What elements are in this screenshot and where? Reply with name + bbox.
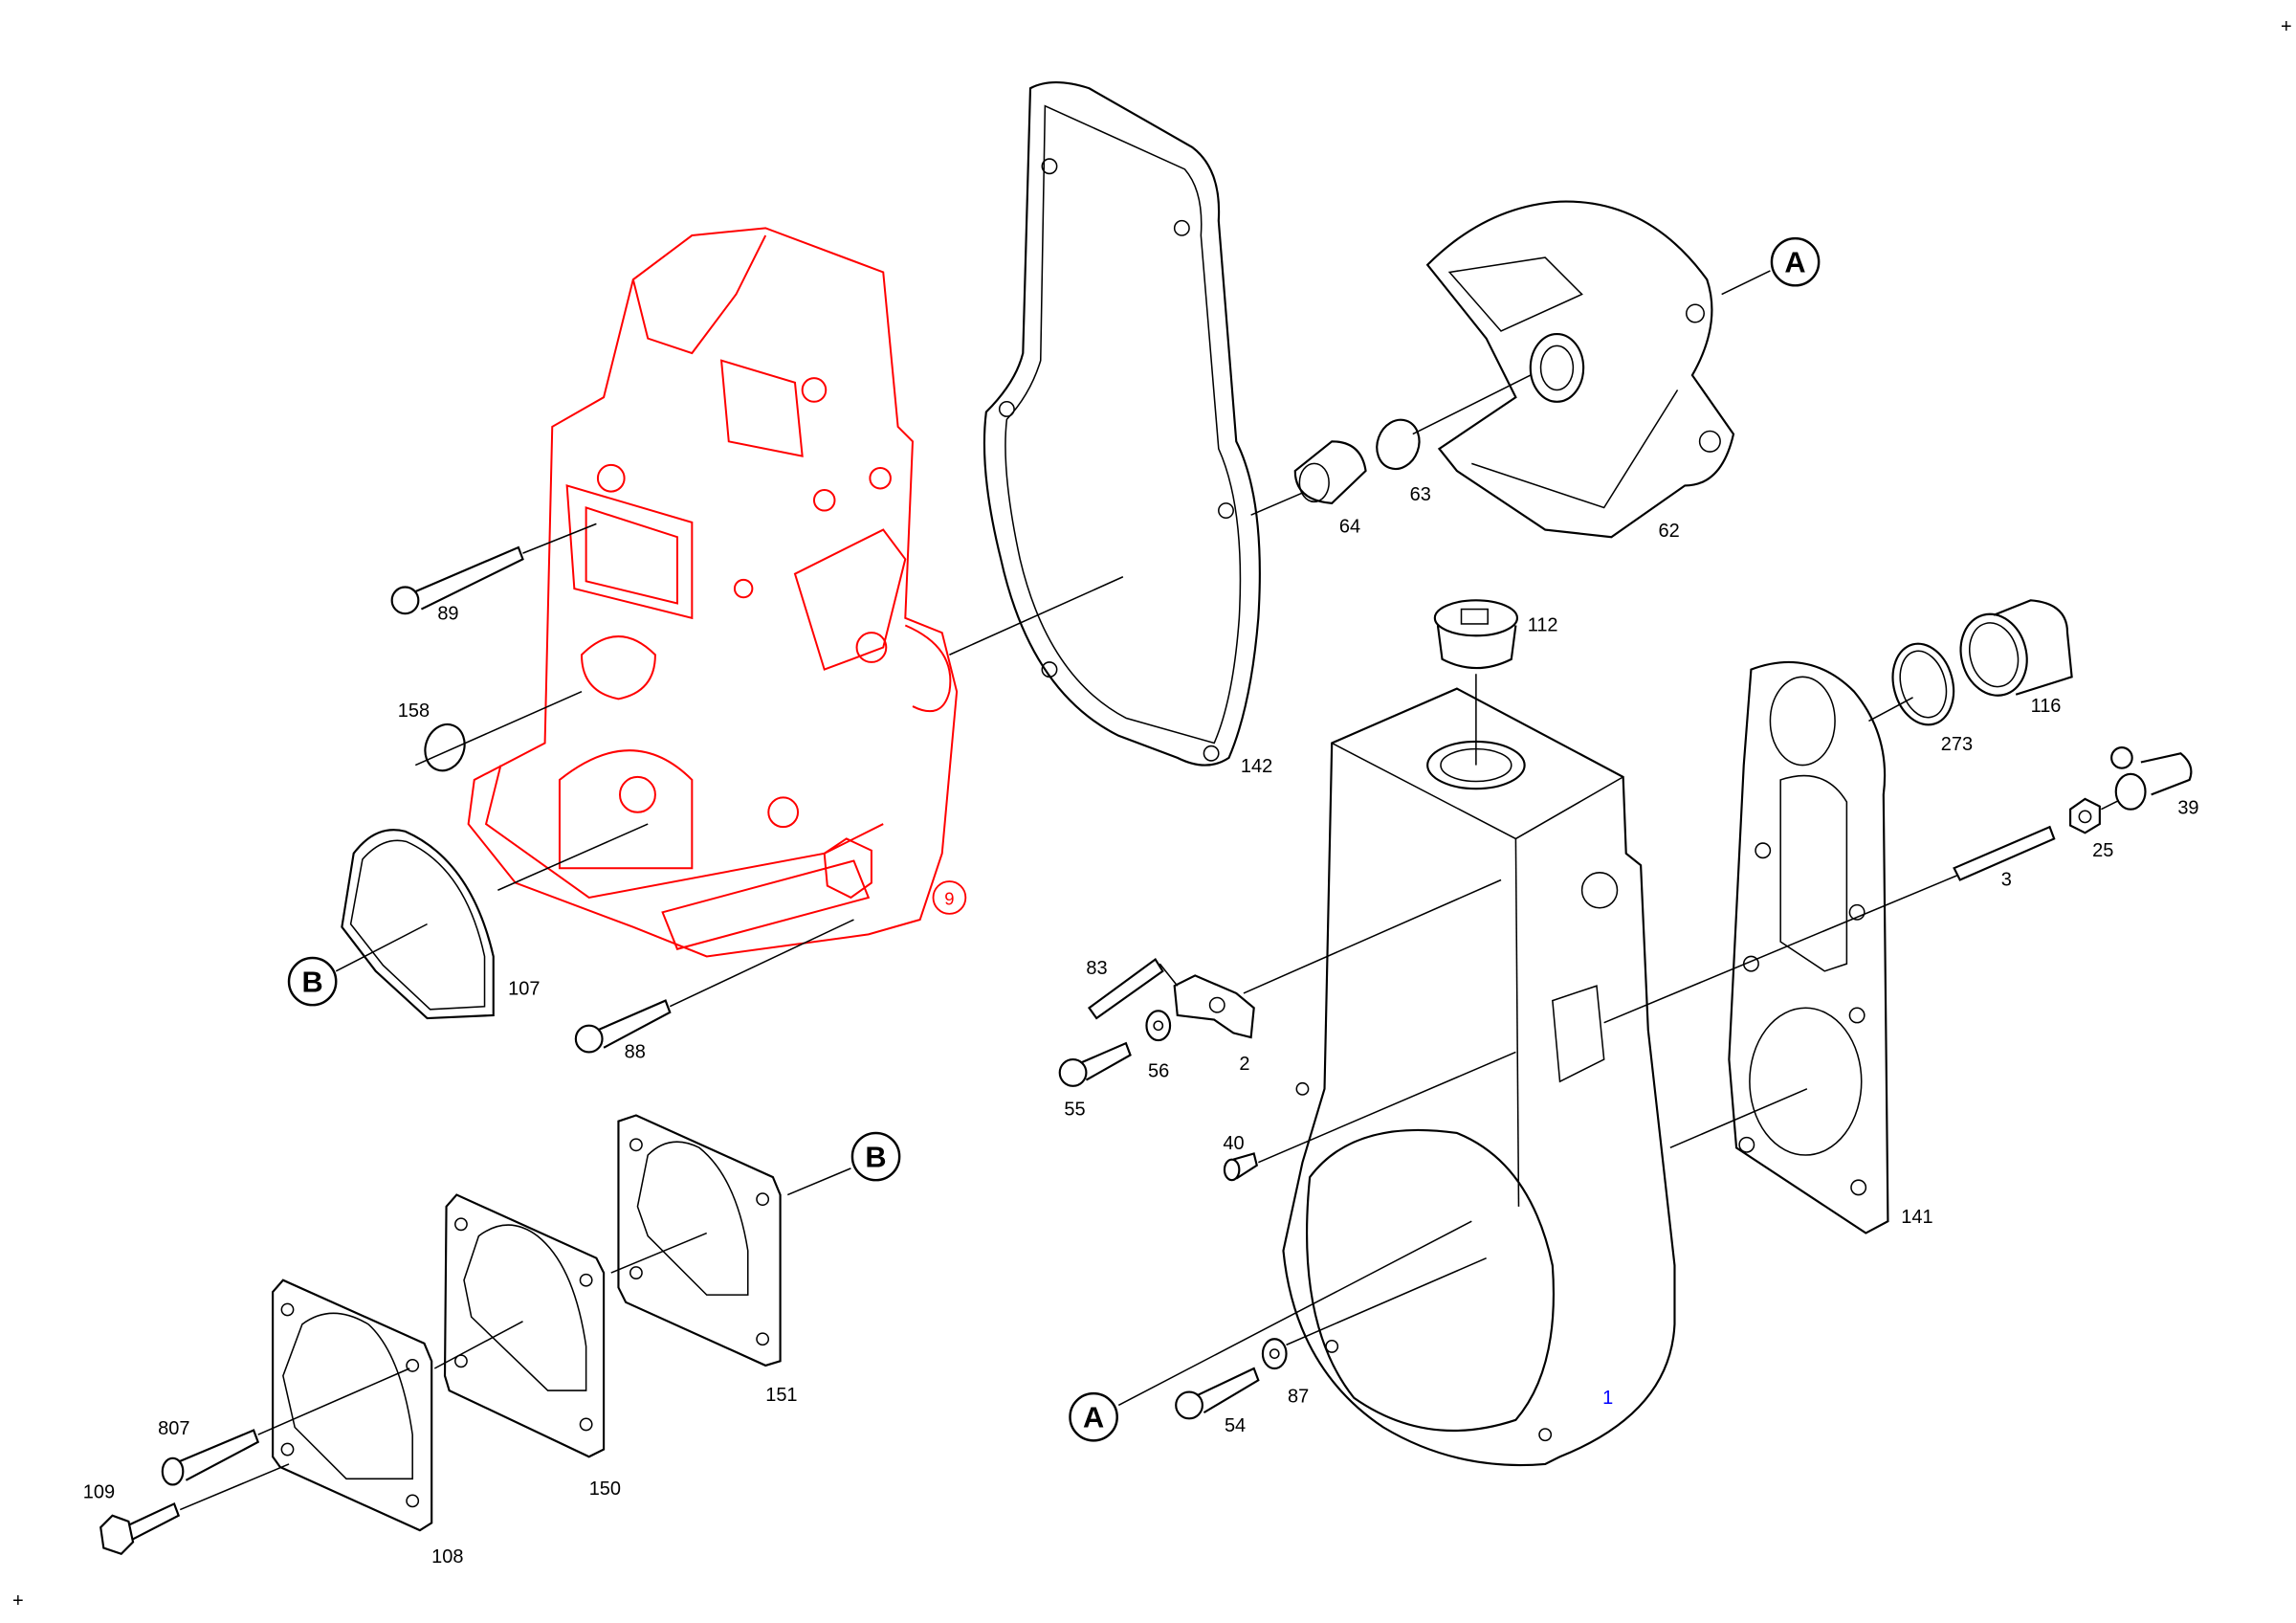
part-label-142[interactable]: 142 (1241, 756, 1272, 777)
part-label-39[interactable]: 39 (2177, 797, 2198, 818)
part-label-158[interactable]: 158 (398, 700, 430, 722)
cover-108[interactable] (272, 1278, 433, 1532)
corner-mark: + (2281, 16, 2292, 37)
part-label-273[interactable]: 273 (1941, 734, 1973, 755)
svg-text:A: A (1784, 245, 1805, 278)
bracket-2[interactable] (1173, 974, 1255, 1039)
part-label-55[interactable]: 55 (1064, 1100, 1085, 1121)
callout-a-top[interactable]: A (1770, 236, 1821, 287)
ring-273[interactable] (1868, 636, 1962, 731)
part-label-116[interactable]: 116 (2031, 696, 2062, 717)
part-label-54[interactable]: 54 (1225, 1415, 1246, 1436)
part-label-112[interactable]: 112 (1528, 615, 1558, 636)
gasket-107[interactable] (335, 823, 649, 1020)
leader-a-bottom (1117, 1220, 1472, 1407)
spring-83[interactable] (1088, 957, 1179, 1020)
screw-89[interactable] (390, 522, 597, 615)
part-label-89[interactable]: 89 (437, 603, 458, 624)
gasket-141[interactable] (1669, 660, 1889, 1234)
part-label-150[interactable]: 150 (589, 1478, 621, 1500)
plug-112[interactable] (1433, 599, 1519, 766)
pump-housing-1[interactable] (1243, 687, 1957, 1467)
clip-39[interactable] (2110, 746, 2193, 811)
nut-64[interactable] (1293, 440, 1367, 504)
part-label-56[interactable]: 56 (1148, 1061, 1169, 1082)
screw-807[interactable] (161, 1367, 410, 1486)
svg-text:B: B (865, 1140, 886, 1173)
part-label-83[interactable]: 83 (1086, 958, 1107, 979)
callout-b-left[interactable]: B (287, 956, 338, 1007)
screw-55[interactable] (1058, 1041, 1132, 1087)
part-label-1[interactable]: 1 (1602, 1388, 1613, 1409)
callout-b-right[interactable]: B (850, 1131, 901, 1182)
callout-a-bottom[interactable]: A (1069, 1391, 1118, 1442)
svg-text:A: A (1083, 1400, 1104, 1434)
screw-54[interactable] (1175, 1367, 1260, 1420)
washer-56[interactable] (1145, 1010, 1172, 1042)
pin-40[interactable] (1223, 1152, 1259, 1182)
injection-pump-highlighted[interactable] (467, 227, 959, 958)
plate-151[interactable] (610, 1114, 851, 1367)
screw-88[interactable] (574, 919, 854, 1054)
part-label-40[interactable]: 40 (1223, 1133, 1244, 1154)
part-label-25[interactable]: 25 (2092, 840, 2113, 861)
part-label-2[interactable]: 2 (1239, 1054, 1249, 1075)
nut-116[interactable] (1952, 599, 2073, 702)
part-label-151[interactable]: 151 (765, 1385, 797, 1406)
ring-63[interactable] (1370, 374, 1532, 475)
bracket-62[interactable] (1425, 200, 1771, 539)
part-label-63[interactable]: 63 (1410, 484, 1431, 505)
part-label-64[interactable]: 64 (1339, 517, 1360, 538)
part-label-107[interactable]: 107 (508, 978, 540, 999)
part-label-88[interactable]: 88 (625, 1042, 646, 1063)
svg-text:9: 9 (944, 889, 954, 909)
part-label-3[interactable]: 3 (2001, 870, 2012, 891)
part-label-62[interactable]: 62 (1659, 521, 1680, 542)
corner-mark: + (12, 1590, 24, 1612)
seal-ring-158[interactable] (414, 690, 583, 776)
part-label-109[interactable]: 109 (83, 1481, 115, 1502)
part-label-807[interactable]: 807 (158, 1418, 189, 1439)
svg-text:B: B (302, 965, 323, 998)
part-label-141[interactable]: 141 (1901, 1207, 1932, 1228)
nut-25[interactable] (2069, 797, 2120, 834)
part-label-108[interactable]: 108 (431, 1546, 463, 1567)
washer-87[interactable] (1261, 1256, 1487, 1370)
bolt-109[interactable] (99, 1463, 290, 1555)
gasket-150[interactable] (433, 1193, 606, 1458)
stud-3[interactable] (1953, 825, 2056, 881)
part-label-87[interactable]: 87 (1288, 1386, 1309, 1407)
part-label-9[interactable]: 9 (932, 880, 967, 915)
gasket-142[interactable] (949, 81, 1303, 767)
